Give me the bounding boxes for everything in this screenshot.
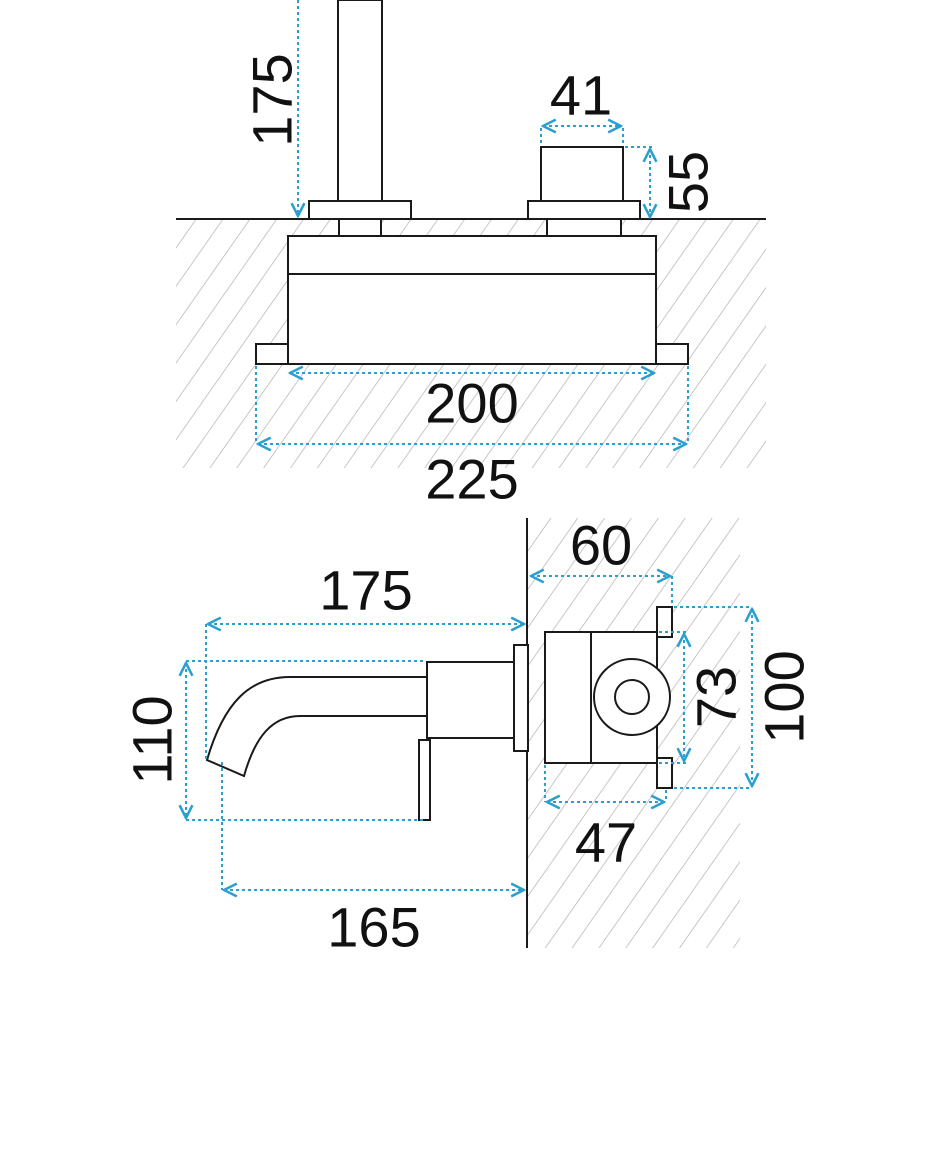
front-dim-55-label: 55	[657, 151, 720, 213]
front-handle-knob	[540, 146, 624, 202]
front-spout-pipe	[337, 0, 383, 202]
front-dim-200-label: 200	[425, 372, 518, 435]
front-spout-neck	[338, 218, 382, 237]
front-handle-base	[527, 200, 641, 220]
front-mounting-box	[287, 235, 657, 365]
side-spout-body	[426, 661, 515, 739]
side-plate-bottom	[656, 757, 673, 789]
side-dim-100-label: 100	[753, 650, 816, 743]
side-view: 175 110 165 60 47 73 100	[121, 514, 816, 959]
front-dim-175-label: 175	[241, 53, 304, 146]
front-view: 175 41 55 200 225	[176, 0, 766, 511]
side-spout-arm	[205, 676, 428, 778]
front-dim-225-label: 225	[425, 448, 518, 511]
side-lever	[418, 739, 431, 821]
front-dim-41-label: 41	[550, 64, 612, 127]
side-cartridge-inner	[614, 679, 650, 715]
side-plate-top	[656, 606, 673, 638]
front-handle-neck	[546, 218, 622, 237]
side-dim-47-label: 47	[575, 811, 637, 874]
side-dim-165-label: 165	[327, 896, 420, 959]
side-dim-110-label: 110	[121, 695, 184, 784]
front-spout-base	[308, 200, 412, 220]
side-dim-175-label: 175	[319, 559, 412, 622]
side-dim-60-label: 60	[570, 514, 632, 577]
side-dim-73-label: 73	[685, 666, 748, 728]
side-escutcheon	[513, 644, 529, 752]
